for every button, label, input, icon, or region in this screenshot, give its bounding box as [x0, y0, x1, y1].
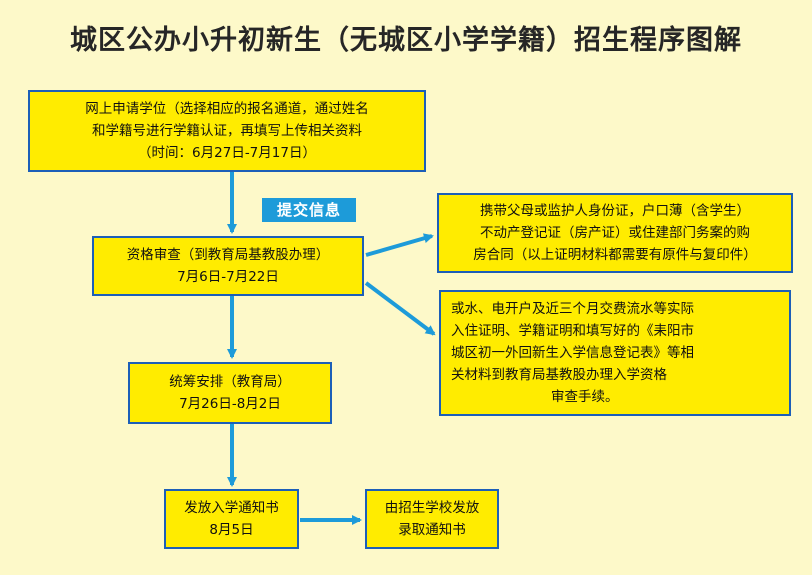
- step-text-line: 统筹安排（教育局）: [169, 374, 291, 390]
- step-qualification-review: 资格审查（到教育局基教股办理） 7月6日-7月22日: [92, 236, 364, 296]
- arrow-review-to-docs2: [364, 281, 436, 336]
- submit-info-label: 提交信息: [262, 198, 356, 222]
- step-text-line: 由招生学校发放: [384, 500, 480, 516]
- doc-text-line: 城区初一外回新生入学信息登记表》等相: [451, 345, 694, 361]
- doc-text-line: 或水、电开户及近三个月交费流水等实际: [451, 301, 694, 317]
- doc-text-line: 携带父母或监护人身份证，户口薄（含学生）: [480, 203, 750, 219]
- page-title: 城区公办小升初新生（无城区小学学籍）招生程序图解: [70, 25, 742, 56]
- step-school-admission: 由招生学校发放 录取通知书: [365, 489, 499, 549]
- doc-text-line: 房合同（以上证明材料都需要有原件与复印件）: [473, 247, 757, 263]
- doc-text-line: 关材料到教育局基教股办理入学资格: [451, 367, 667, 383]
- step-text-line: 录取通知书: [398, 522, 466, 538]
- step-overall-arrangement: 统筹安排（教育局） 7月26日-8月2日: [128, 362, 332, 424]
- arrow-review-to-docs1: [365, 233, 434, 257]
- doc-text-line: 审查手续。: [551, 389, 619, 405]
- step-text-line: 7月26日-8月2日: [179, 396, 281, 412]
- doc-text-line: 不动产登记证（房产证）或住建部门务案的购: [480, 225, 750, 241]
- step-text-line: 发放入学通知书: [184, 500, 279, 516]
- step-online-application: 网上申请学位（选择相应的报名通道，通过姓名 和学籍号进行学籍认证，再填写上传相关…: [28, 90, 426, 172]
- step-text-line: 和学籍号进行学籍认证，再填写上传相关资料: [92, 123, 362, 139]
- step-text-line: 8月5日: [209, 522, 254, 538]
- doc-text-line: 入住证明、学籍证明和填写好的《耒阳市: [451, 323, 694, 339]
- required-documents-2: 或水、电开户及近三个月交费流水等实际 入住证明、学籍证明和填写好的《耒阳市 城区…: [439, 290, 791, 416]
- step-text-line: 网上申请学位（选择相应的报名通道，通过姓名: [85, 101, 369, 117]
- step-text-line: 资格审查（到教育局基教股办理）: [126, 247, 330, 263]
- step-text-line: 7月6日-7月22日: [177, 269, 279, 285]
- step-text-line: （时间：6月27日-7月17日）: [138, 145, 316, 161]
- step-issue-notice: 发放入学通知书 8月5日: [164, 489, 299, 549]
- required-documents-1: 携带父母或监护人身份证，户口薄（含学生） 不动产登记证（房产证）或住建部门务案的…: [437, 193, 793, 273]
